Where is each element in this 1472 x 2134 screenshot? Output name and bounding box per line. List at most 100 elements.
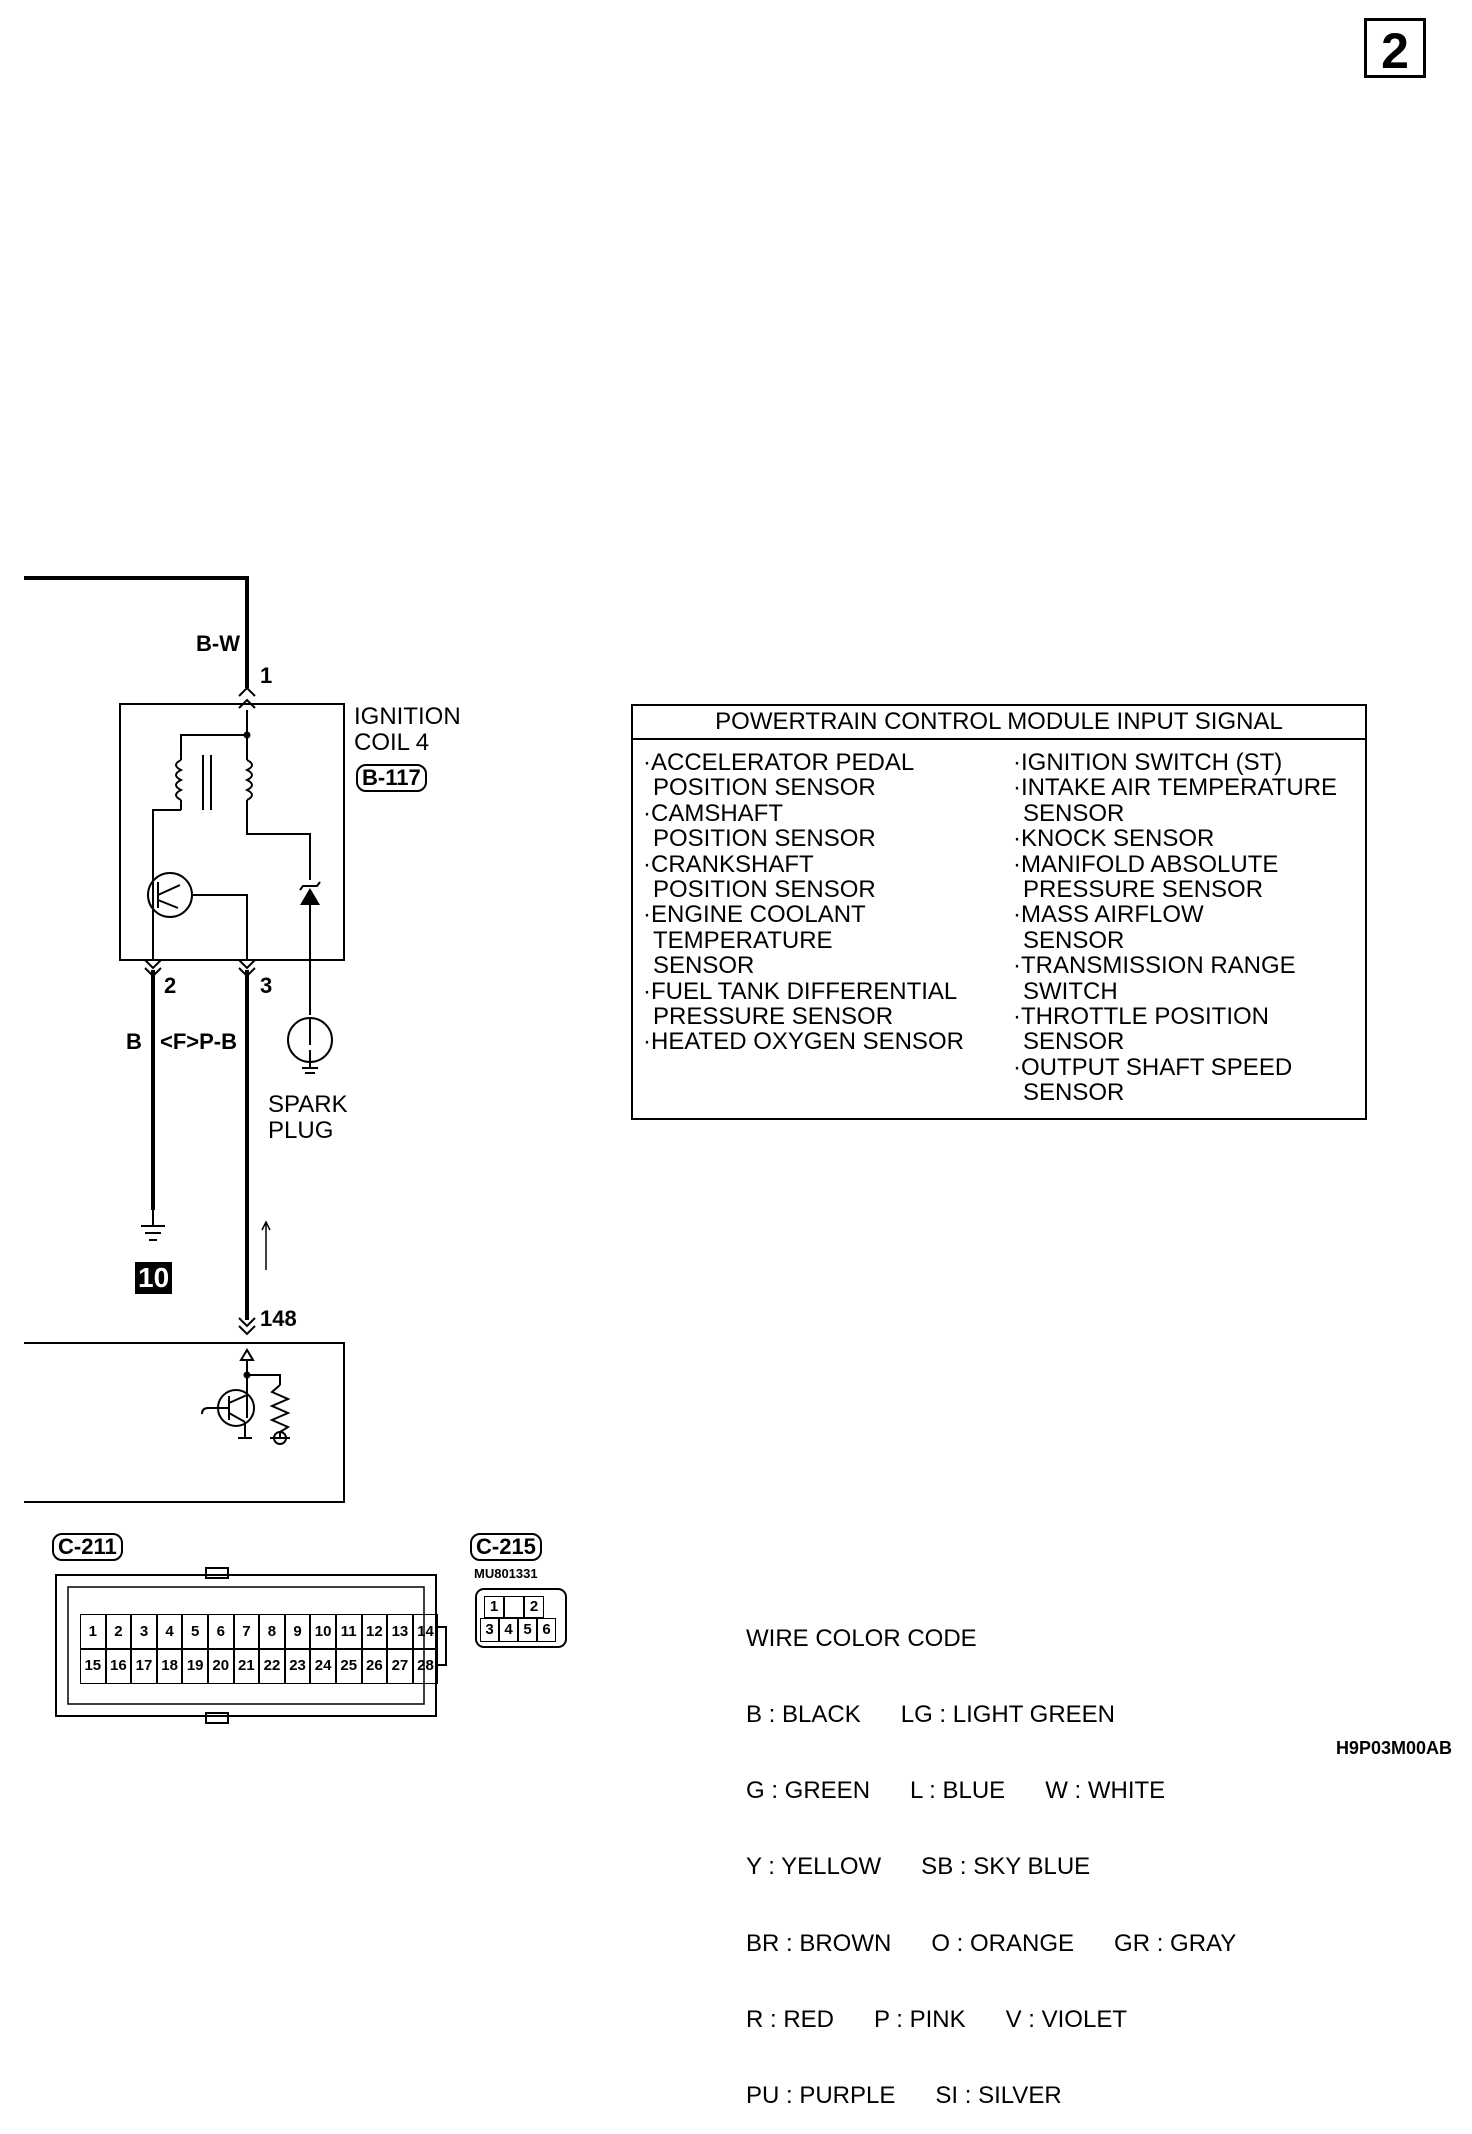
connector-pin-cell: 6 — [207, 1614, 234, 1650]
pcm-input-signal-text: ·TRANSMISSION RANGE — [1013, 952, 1296, 980]
wire-color-b: B — [126, 1029, 142, 1054]
pcm-input-signal-text: ·MASS AIRFLOW — [1013, 901, 1204, 929]
pcm-input-signal-item: ·KNOCK SENSOR — [1013, 825, 1337, 853]
wire-color-code-line: Y : YELLOW SB : SKY BLUE — [746, 1853, 1091, 1881]
pcm-input-signal-text: ·THROTTLE POSITION — [1013, 1003, 1270, 1031]
pcm-input-signal-text: POSITION SENSOR — [653, 825, 876, 853]
zener-diode — [300, 888, 320, 905]
pin1-arrow — [238, 686, 256, 697]
connector-pin-cell: 4 — [499, 1618, 518, 1642]
secondary-coil — [244, 759, 253, 801]
connector-pin-cell: 4 — [156, 1614, 183, 1650]
pcm-input-signal-text: ·CRANKSHAFT — [643, 850, 814, 878]
pcm-input-signal-text: SENSOR — [1023, 1028, 1125, 1056]
connector-pin-cell: 17 — [131, 1648, 157, 1684]
wire-color-code-title: WIRE COLOR CODE — [746, 1624, 977, 1652]
wire-color-code-legend: WIRE COLOR CODE B : BLACK LG : LIGHT GRE… — [746, 1575, 1236, 2134]
pin-1: 1 — [260, 663, 273, 688]
pcm-input-signal-text: SWITCH — [1023, 977, 1118, 1005]
ignition-coil-connector-tag: B-117 — [356, 764, 427, 792]
pcm-input-signal-text: SENSOR — [653, 952, 755, 980]
wire-color-code-line: G : GREEN L : BLUE W : WHITE — [746, 1777, 1166, 1805]
connector-pin-cell: 2 — [105, 1614, 132, 1650]
wiring-diagram — [24, 576, 567, 1724]
spark-plug-label-line1: SPARK — [268, 1091, 348, 1118]
connector-pin-cell: 11 — [335, 1614, 362, 1650]
wire-color-code-line: PU : PURPLE SI : SILVER — [746, 2082, 1062, 2110]
pcm-input-signal-text: ·CAMSHAFT — [643, 799, 783, 827]
wire-color-code-line: B : BLACK LG : LIGHT GREEN — [746, 1701, 1115, 1729]
connector-pin-cell: 7 — [233, 1614, 260, 1650]
pcm-input-signal-text: ·INTAKE AIR TEMPERATURE — [1013, 774, 1338, 802]
connector-pin-cell: 23 — [284, 1648, 311, 1684]
coil-transistor — [147, 872, 193, 918]
connector-pin-cell: 22 — [259, 1648, 285, 1684]
connector-pin-cell: 26 — [361, 1648, 388, 1684]
pcm-input-signal-text: ·MANIFOLD ABSOLUTE — [1013, 850, 1279, 878]
connector-pin-cell: 8 — [259, 1614, 285, 1650]
connector-pin-cell — [504, 1596, 524, 1618]
pcm-input-signal-text: ·FUEL TANK DIFFERENTIAL — [643, 977, 958, 1005]
ignition-coil-label-line2: COIL 4 — [354, 729, 430, 756]
connector-pin-cell: 12 — [361, 1614, 388, 1650]
connector-pin-cell: 15 — [80, 1648, 106, 1684]
connector-pin-cell: 3 — [480, 1618, 499, 1642]
c215-connector-tag: C-215 — [470, 1533, 542, 1561]
connector-pin-cell: 2 — [524, 1596, 544, 1618]
primary-coil — [175, 759, 184, 801]
pcm-input-signal-text: PRESSURE SENSOR — [1023, 876, 1264, 904]
ground-point-badge: 10 — [135, 1262, 173, 1294]
connector-pin-cell: 24 — [310, 1648, 336, 1684]
figure-code: H9P03M00AB — [1335, 1738, 1452, 1758]
pcm-input-signal-text: ·KNOCK SENSOR — [1013, 825, 1215, 853]
connector-pin-cell: 16 — [105, 1648, 132, 1684]
wire-b-w — [24, 576, 249, 688]
pcm-input-signal-text: ·ENGINE COOLANT — [643, 901, 866, 929]
pin-2: 2 — [164, 973, 177, 998]
c211-connector-tag: C-211 — [52, 1533, 123, 1561]
pin-3: 3 — [260, 973, 273, 998]
connector-pin-cell: 14 — [412, 1614, 439, 1650]
connector-pin-cell: 28 — [412, 1648, 439, 1684]
wire-color-p-b: <F>P-B — [160, 1029, 238, 1054]
pcm-input-signal-text: POSITION SENSOR — [653, 876, 876, 904]
wire-color-code-line: R : RED P : PINK V : VIOLET — [746, 2005, 1127, 2033]
c215-part-number: MU801331 — [474, 1566, 538, 1581]
connector-pin-cell: 1 — [484, 1596, 504, 1618]
connector-pin-cell: 13 — [387, 1614, 413, 1650]
pcm-input-signal-item: ·HEATED OXYGEN SENSOR — [643, 1028, 964, 1056]
pull-up-resistor — [269, 1384, 291, 1438]
pcm-input-signal-text: ·HEATED OXYGEN SENSOR — [643, 1028, 964, 1056]
connector-pin-cell: 20 — [207, 1648, 234, 1684]
connector-pin-cell: 18 — [156, 1648, 183, 1684]
pin-148: 148 — [260, 1306, 297, 1331]
connector-pin-cell: 10 — [310, 1614, 336, 1650]
page-number: 2 — [1364, 18, 1426, 79]
connector-pin-cell: 3 — [131, 1614, 157, 1650]
connector-pin-cell: 6 — [537, 1618, 556, 1642]
ignition-coil-label-line1: IGNITION — [354, 703, 461, 730]
pcm-input-right-column: ·IGNITION SWITCH (ST)·INTAKE AIR TEMPERA… — [1013, 750, 1337, 1106]
connector-pin-cell: 19 — [182, 1648, 208, 1684]
pcm-input-signal-table: POWERTRAIN CONTROL MODULE INPUT SIGNAL ·… — [631, 704, 1367, 1120]
connector-pin-cell: 21 — [233, 1648, 260, 1684]
pcm-input-signal-text: POSITION SENSOR — [653, 774, 876, 802]
pcm-input-signal-text: ·ACCELERATOR PEDAL — [643, 749, 915, 776]
wire-color-code-line: BR : BROWN O : ORANGE GR : GRAY — [746, 1929, 1237, 1957]
pcm-input-signal-text: ·OUTPUT SHAFT SPEED — [1013, 1053, 1293, 1081]
